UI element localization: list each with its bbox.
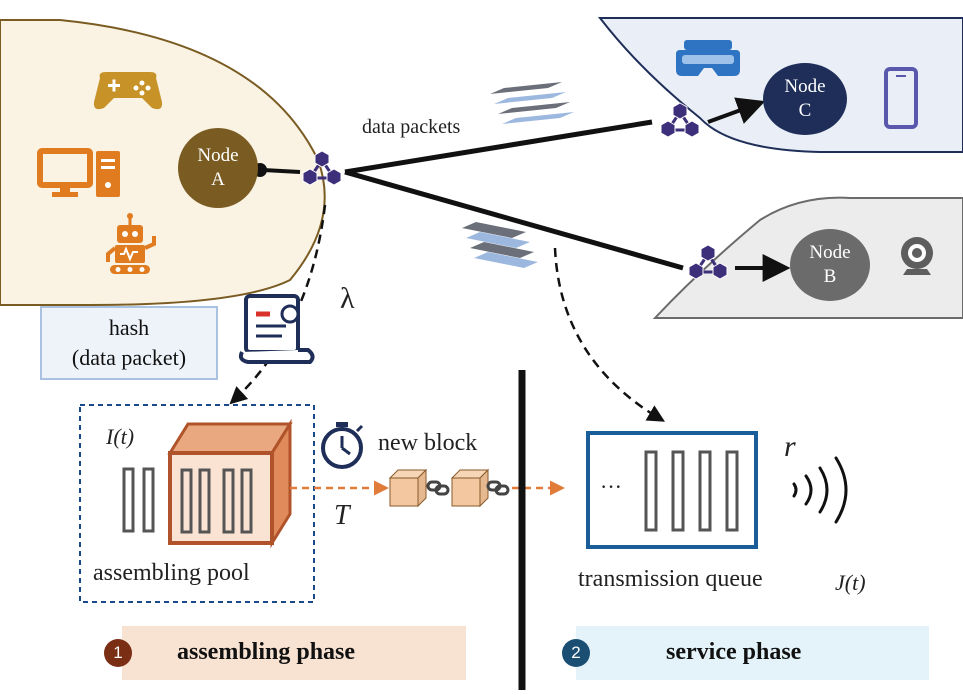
link-a-to-c (344, 119, 653, 175)
node-a-label-line1: Node (197, 145, 239, 166)
hash-callout: hash (data packet) (40, 306, 218, 380)
node-a-label: Node A (188, 144, 248, 192)
hash-data-packet-label: (data packet) (71, 345, 187, 370)
node-b-label-line2: B (823, 266, 837, 287)
node-b-label: Node B (800, 241, 860, 289)
arrow-to-node-c (707, 97, 766, 124)
data-packets-upper-icon (490, 82, 574, 124)
assembling-phase-label: assembling phase (177, 639, 356, 665)
stopwatch-icon (321, 422, 364, 469)
node-c-label: Node C (775, 75, 835, 123)
data-packets-lower-icon (462, 222, 538, 268)
smartphone-icon (884, 67, 918, 129)
j-t-label: J(t) (835, 570, 866, 595)
queue-packets (644, 450, 739, 532)
service-rate-r-label: r (784, 430, 796, 463)
node-a-region (0, 19, 326, 306)
new-block-label: new block (378, 430, 478, 456)
vr-headset-icon (676, 40, 740, 76)
service-phase-bar: 2 service phase (562, 626, 929, 680)
service-phase-label: service phase (666, 639, 802, 665)
phase-1-badge: 1 (104, 639, 132, 667)
i-t-label: I(t) (106, 424, 135, 449)
node-c (763, 63, 847, 135)
node-c-label-line2: C (798, 100, 812, 121)
phase-2-badge: 2 (562, 639, 590, 667)
assembling-pool-label: assembling pool (93, 560, 250, 586)
node-a-label-line2: A (211, 169, 225, 190)
robot-icon (106, 213, 156, 274)
block-cube (167, 418, 293, 549)
queue-dashed-arrow (553, 247, 666, 422)
node-b-label-line1: Node (809, 242, 851, 263)
certificate-icon (238, 294, 315, 364)
queue-ellipsis: ··· (600, 474, 622, 499)
transmission-queue-label: transmission queue (578, 566, 763, 592)
lambda-label: λ (340, 282, 355, 315)
node-a (178, 128, 258, 208)
webcam-icon (901, 237, 933, 275)
node-c-label-line1: Node (784, 76, 826, 97)
data-packets-label: data packets (362, 116, 461, 138)
node-b (790, 229, 870, 301)
desktop-computer-icon (37, 148, 120, 197)
link-a-to-b (344, 169, 684, 271)
hash-label: hash (108, 315, 150, 340)
assembling-pool-packets (122, 467, 155, 533)
signal-waves-icon (792, 456, 848, 524)
gamepad-icon (93, 72, 163, 110)
period-t-label: T (334, 500, 350, 531)
lambda-dashed-arrow (229, 204, 327, 405)
assembling-pool-box (79, 404, 315, 603)
assembling-phase-bar: 1 assembling phase (104, 626, 466, 680)
new-block-chain (388, 468, 510, 508)
